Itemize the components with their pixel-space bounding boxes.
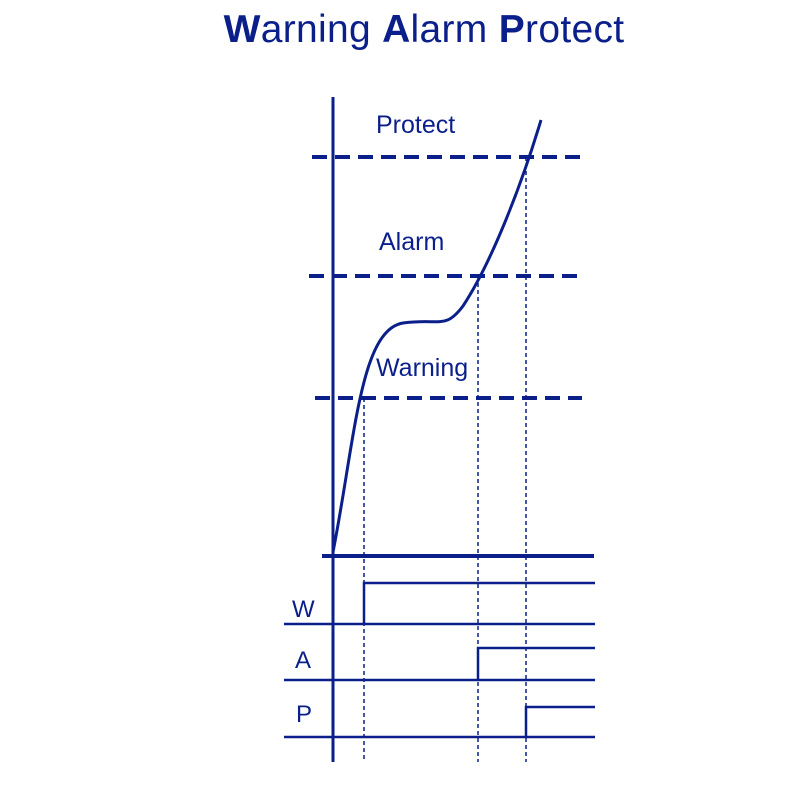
w-row-label: W bbox=[292, 596, 315, 623]
page-title: Warning Alarm Protect bbox=[0, 8, 800, 52]
w-step-signal bbox=[362, 581, 595, 624]
title-initial-w: W bbox=[223, 8, 261, 51]
a-row-label: A bbox=[295, 647, 311, 674]
title-initial-a: A bbox=[382, 8, 411, 51]
protect-label: Protect bbox=[376, 111, 455, 139]
title-rest-alarm: larm bbox=[410, 8, 499, 51]
warning-label: Warning bbox=[376, 354, 468, 382]
a-step-signal bbox=[476, 646, 595, 680]
p-row-label: P bbox=[296, 701, 312, 728]
signal-curve bbox=[331, 119, 543, 553]
title-rest-warning: arning bbox=[260, 8, 383, 51]
p-step-signal bbox=[524, 705, 595, 737]
title-rest-protect: rotect bbox=[525, 8, 625, 51]
title-initial-p: P bbox=[498, 8, 526, 51]
alarm-label: Alarm bbox=[379, 228, 444, 256]
